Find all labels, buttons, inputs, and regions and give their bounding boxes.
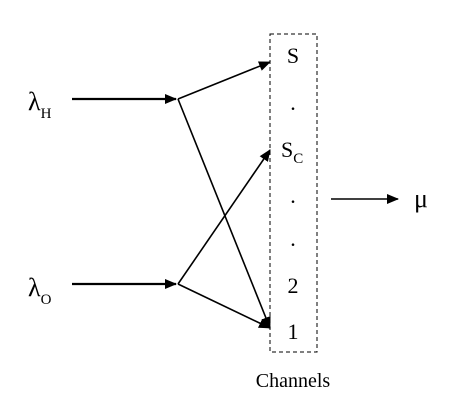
channel-dot-1: . (290, 90, 296, 115)
h-to-s-arrow (177, 61, 271, 100)
channel-1-label: 1 (288, 319, 299, 344)
channel-sc-label: SC (281, 137, 303, 167)
lambda-o-label: λO (28, 273, 52, 308)
channel-s-label: S (287, 43, 299, 68)
channels-caption: Channels (256, 370, 331, 392)
channels-box (269, 33, 318, 353)
h-to-1-arrow (177, 98, 271, 329)
o-to-1-arrow (177, 283, 271, 329)
o-to-sc-arrow (177, 149, 271, 285)
channel-2-label: 2 (288, 273, 299, 298)
channel-dot-2: . (290, 183, 296, 208)
mu-output-label: μ (414, 184, 428, 213)
channel-dot-3: . (290, 226, 296, 251)
lambda-h-label: λH (28, 87, 52, 122)
